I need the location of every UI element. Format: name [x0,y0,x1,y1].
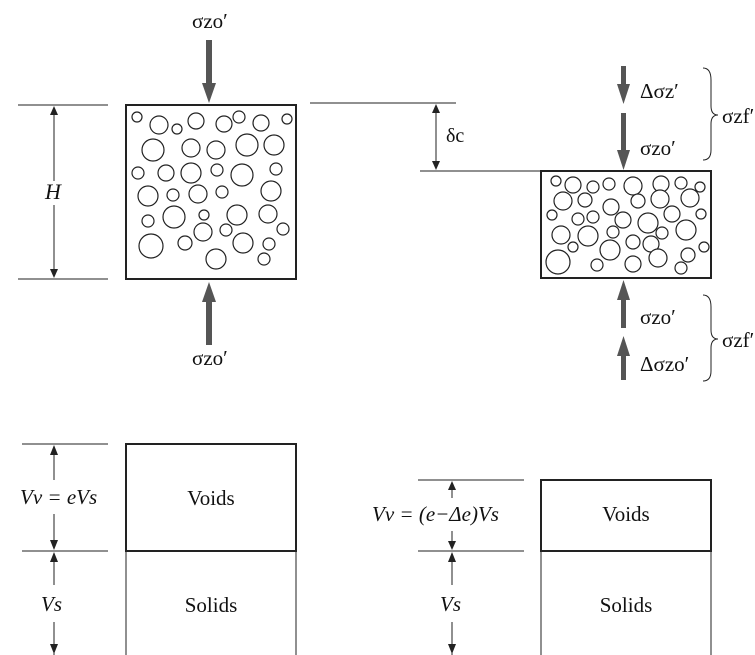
settlement-label: δc [446,125,464,147]
consolidated-voids-box [540,479,712,552]
vs-right-label: Vs [440,592,461,616]
height-dimension [18,104,108,280]
height-label: H [44,179,62,204]
vv-left-label: Vv = eVs [20,485,97,509]
delta-sigma-zo-label: Δσzo′ [640,352,689,376]
load-arrows-up-right [617,280,630,380]
initial-phase-diagram [125,443,297,655]
sigma-zf-top-label: σzf′ [722,104,754,128]
load-arrow-down-left [202,40,216,103]
consolidated-volume-dimensions [418,479,524,655]
load-arrows-down-right [617,66,630,170]
solids-left-label: Solids [185,593,238,617]
delta-sigma-z-label: Δσz′ [640,79,679,103]
settlement-dimension [310,102,540,172]
sigma-zf-bottom-label: σzf′ [722,328,754,352]
sigma-zo-bottom-left-label: σzo′ [192,346,228,370]
voids-right-label: Voids [602,502,649,526]
load-arrow-up-left [202,282,216,345]
initial-soil-element [125,104,297,280]
vv-right-label: Vv = (e−Δe)Vs [372,502,499,526]
sigma-zo-right-top-label: σzo′ [640,136,676,160]
consolidated-phase-diagram [540,479,712,655]
brace-top-right [702,67,719,161]
vs-left-label: Vs [41,592,62,616]
initial-volume-dimensions [22,443,108,655]
initial-soil-grains [131,110,293,270]
voids-left-label: Voids [187,486,234,510]
consolidated-soil-element [540,170,712,279]
sigma-zo-top-label: σzo′ [192,9,228,33]
brace-bottom-right [702,294,719,382]
solids-right-label: Solids [600,593,653,617]
sigma-zo-right-bottom-label: σzo′ [640,305,676,329]
consolidated-soil-grains [545,175,710,275]
